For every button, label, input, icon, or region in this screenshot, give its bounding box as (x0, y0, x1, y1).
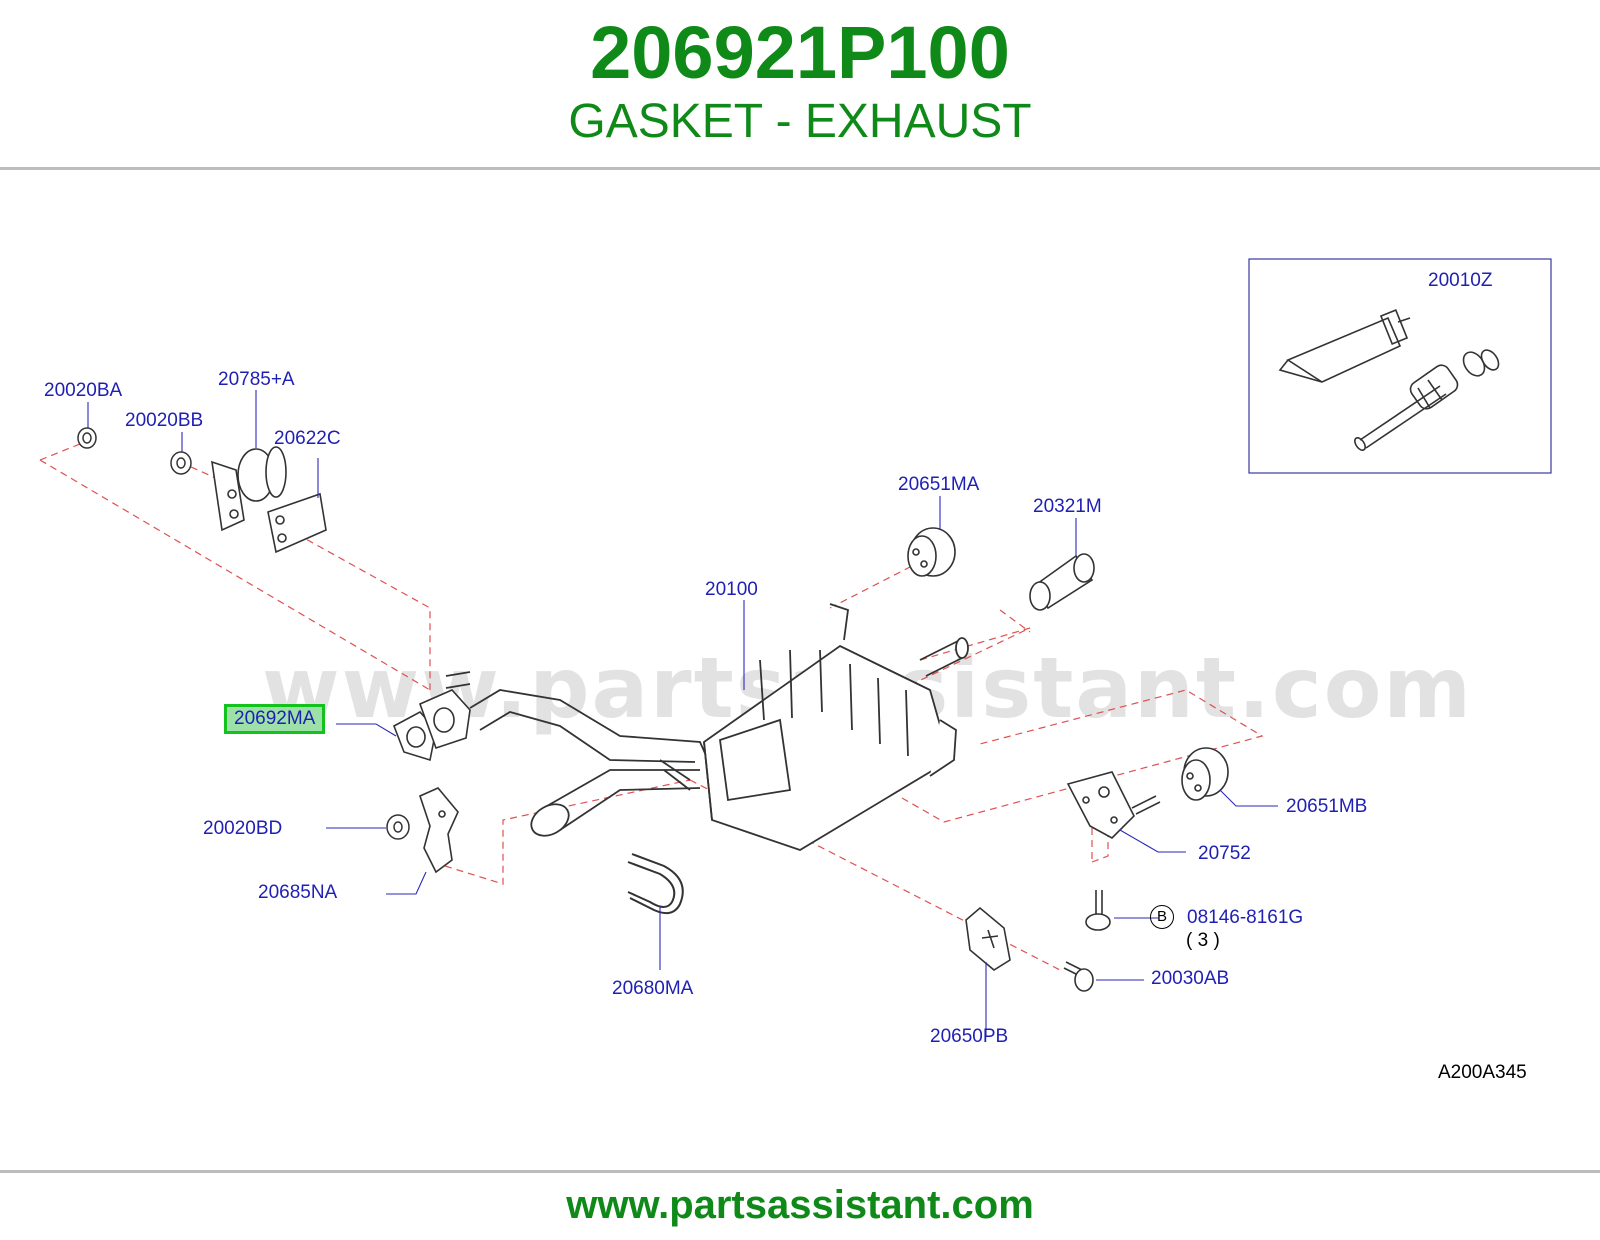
tail-finisher-icon (1029, 553, 1095, 611)
u-bolt-icon (627, 853, 684, 915)
rubber-insulator-icon (907, 527, 956, 577)
callout-20685NA[interactable]: 20685NA (258, 882, 338, 903)
mount-bracket-icon (211, 446, 287, 532)
callout-20010Z[interactable]: 20010Z (1428, 270, 1493, 291)
sealant-gun-icon (1354, 349, 1500, 451)
heat-plate-icon (267, 492, 327, 554)
footer-website-link[interactable]: www.partsassistant.com (566, 1183, 1034, 1227)
header-divider (0, 167, 1600, 170)
bolt-icon (1063, 890, 1111, 992)
callout-20785A[interactable]: 20785+A (218, 369, 295, 390)
callout-20622C[interactable]: 20622C (274, 428, 341, 449)
pipe-clamp-icon (419, 787, 459, 874)
bolt-type-badge: B (1150, 905, 1174, 929)
callout-20321M[interactable]: 20321M (1033, 496, 1102, 517)
hex-nut-icon (77, 427, 410, 840)
callout-20650PB[interactable]: 20650PB (930, 1026, 1009, 1047)
part-number-title: 206921P100 (590, 11, 1010, 94)
footer-divider (0, 1170, 1600, 1173)
diagram-reference-code: A200A345 (1438, 1062, 1527, 1083)
callout-20100[interactable]: 20100 (705, 579, 758, 600)
exhaust-pipe-icon (445, 671, 709, 837)
callout-20651MA[interactable]: 20651MA (898, 474, 980, 495)
rubber-hanger-icon (965, 906, 1011, 971)
callout-20680MA[interactable]: 20680MA (612, 978, 694, 999)
mounting-bracket-icon (1066, 771, 1161, 839)
callout-08146-8161G[interactable]: 08146-8161G (1187, 907, 1304, 928)
callout-20752[interactable]: 20752 (1198, 843, 1251, 864)
callout-20651MB[interactable]: 20651MB (1286, 796, 1368, 817)
callout-20020BB[interactable]: 20020BB (125, 410, 204, 431)
inset-frame (1248, 258, 1552, 474)
part-name-subtitle: GASKET - EXHAUST (568, 95, 1032, 148)
callout-20020BA[interactable]: 20020BA (44, 380, 123, 401)
callout-20030AB[interactable]: 20030AB (1151, 968, 1230, 989)
header: 206921P100 GASKET - EXHAUST (0, 0, 1600, 168)
callout-20692MA-highlighted[interactable]: 20692MA (224, 704, 326, 734)
main-muffler-icon (703, 603, 969, 851)
rubber-insulator-icon (1181, 747, 1229, 801)
callout-20020BD[interactable]: 20020BD (203, 818, 283, 839)
exhaust-gasket-icon (393, 689, 471, 762)
leader-lines (87, 390, 1278, 1036)
sealant-tube-icon (1278, 309, 1411, 383)
bolt-quantity: ( 3 ) (1186, 930, 1220, 951)
